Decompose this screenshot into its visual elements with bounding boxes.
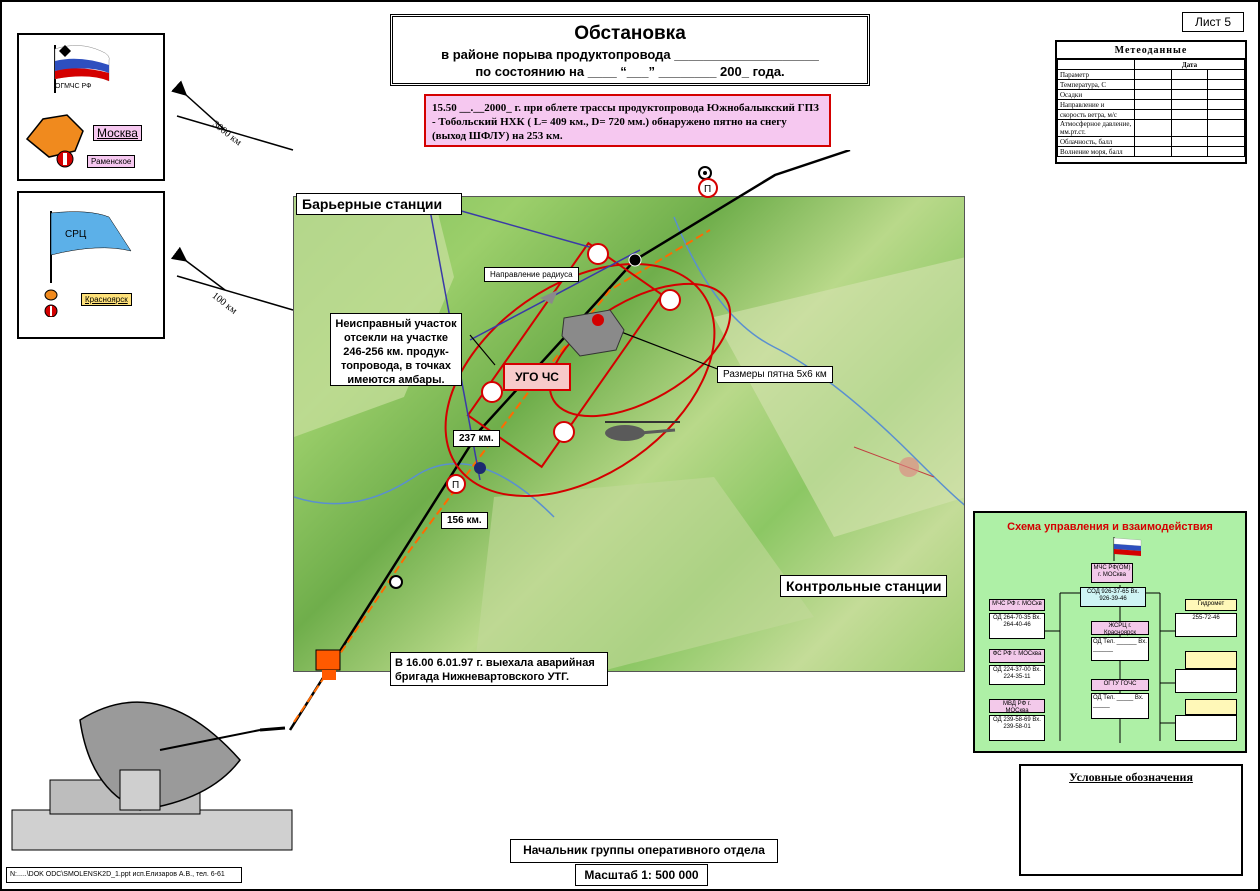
meteo-row: Атмосферное давление, мм.рт.ст. [1057, 119, 1135, 137]
meteo-row: Направление и [1057, 99, 1135, 110]
scheme-box: ОД 239-58-69 Вх. 239-58-01 [989, 715, 1045, 741]
title-line-2: по состоянию на ____ “___” ________ 200_… [475, 64, 785, 79]
scheme-box-empty [1185, 699, 1237, 715]
ugo-label: УГО ЧС [503, 363, 571, 391]
meteo-grid: Дата Параметр Температура, С Осадки Напр… [1057, 59, 1245, 157]
scheme-box-empty [1185, 651, 1237, 669]
spot-rectangle [466, 241, 664, 469]
moscow-region-icon [25, 114, 84, 168]
meteo-row: скорость ветра, м/с [1057, 109, 1135, 120]
scheme-box: МЧС РФ(ОМ) г. МОСква [1091, 563, 1133, 583]
meteo-row: Температура, С [1057, 79, 1135, 90]
scheme-box: МЧС РФ г. МОСкв [989, 599, 1045, 611]
ogmchs-panel: ОГМЧС РФ Москва Раменское [17, 33, 165, 181]
city-ramenskoe: Раменское [87, 155, 136, 168]
rupture-point [592, 314, 604, 326]
km237-label: 237 км. [453, 430, 500, 447]
page-title: Обстановка [574, 23, 686, 44]
sheet-label: Лист 5 [1182, 12, 1244, 32]
title-line-1: в районе порыва продуктопровода ________… [441, 47, 819, 62]
scheme-box: ОД Тел. ______ Вх. ______ [1091, 637, 1149, 661]
scale-box: Масштаб 1: 500 000 [575, 864, 708, 886]
event-info-box: 15.50 __.__2000_ г. при облете трассы пр… [424, 94, 831, 147]
src-panel: СРЦ Красноярск [17, 191, 165, 339]
barrier-station-marker [628, 253, 642, 267]
spot-size-label: Размеры пятна 5х6 км [717, 366, 833, 383]
map-background-shapes [294, 197, 964, 671]
scheme-box: 255-72-46 [1175, 613, 1237, 637]
meteo-date-label: Дата [1134, 59, 1245, 70]
scheme-box-empty [1175, 715, 1237, 741]
meteo-table: Метеоданные Дата Параметр Температура, С… [1055, 40, 1247, 164]
pump-marker [698, 178, 718, 198]
danger-zone-inner [548, 282, 732, 418]
meteo-row: Облачность, балл [1057, 136, 1135, 147]
meteo-title: Метеоданные [1057, 42, 1245, 59]
barrier-station-marker [474, 462, 486, 474]
scheme-box: ФС РФ г. МОСква [989, 649, 1045, 663]
helicopter-icon [605, 421, 680, 441]
scheme-box: Гидромет [1185, 599, 1237, 611]
scheme-box: ОД 224-37-00 Вх. 224-35-11 [989, 665, 1045, 685]
radius-direction-label: Направление радиуса [484, 267, 579, 282]
meteo-row: Волнение моря, балл [1057, 146, 1135, 157]
pump-marker-label: П [704, 184, 711, 195]
title-box: Обстановка в районе порыва продуктопрово… [390, 14, 870, 86]
chief-signature-box: Начальник группы оперативного отдела [510, 839, 778, 863]
scheme-box-empty [1175, 669, 1237, 693]
control-scheme-panel: Схема управления и взаимодействия МЧС РФ… [973, 511, 1247, 753]
satellite-dish-icon [11, 701, 293, 851]
scheme-box: ОД Тел. _____ Вх. _____ [1091, 693, 1149, 719]
brigade-note: В 16.00 6.01.97 г. выехала аварийная бри… [390, 652, 608, 686]
km156-label: 156 км. [441, 512, 488, 529]
map-overlay: П П [288, 150, 851, 731]
scheme-box: МВД РФ г. МОСква [989, 699, 1045, 714]
faulty-section-note: Неисправный участок отсекли на участке 2… [330, 313, 462, 386]
meteo-row: Параметр [1057, 69, 1135, 80]
scheme-box: ОГТУ ГОЧС [1091, 679, 1149, 691]
russia-flag-icon [1113, 537, 1142, 561]
pump-marker [446, 474, 466, 494]
meteo-row: Осадки [1057, 89, 1135, 100]
barrier-line [439, 204, 601, 251]
sampling-point [659, 289, 681, 311]
sampling-point [587, 243, 609, 265]
city-moscow: Москва [93, 125, 142, 141]
src-flag-icon [44, 211, 132, 317]
legend-box: Условные обозначения [1019, 764, 1243, 876]
scheme-box: ЖСРЦ г. Красноярск [1091, 621, 1149, 636]
spill-spot [561, 309, 625, 357]
city-krasnoyarsk: Красноярск [81, 293, 132, 306]
topographic-map [293, 196, 965, 672]
org-label: ОГМЧС РФ [55, 83, 92, 90]
scheme-box: ОД 264-70-35 Вх. 264-40-46 [989, 613, 1045, 639]
barrier-stations-label: Барьерные станции [296, 193, 462, 215]
russia-flag-icon [54, 45, 110, 93]
file-info: N:.....\DOK ODC\SMOLENSK2D_1.ppt исп.Ели… [6, 867, 242, 883]
sampling-point [553, 421, 575, 443]
src-flag-label: СРЦ [65, 229, 87, 240]
danger-zone-outer [444, 262, 716, 498]
control-station-marker [389, 575, 403, 589]
scheme-box: СОД 926-37-65 Вх. 926-39-46 [1080, 587, 1146, 607]
pipeline-section [293, 229, 711, 723]
scheme-title: Схема управления и взаимодействия [1007, 521, 1213, 533]
legend-title: Условные обозначения [1069, 770, 1193, 784]
emergency-vehicle-icon [315, 649, 341, 680]
distance-arrows [170, 80, 294, 311]
sampling-point [481, 381, 503, 403]
control-stations-label: Контрольные станции [780, 575, 948, 597]
pump-marker-label: П [452, 480, 459, 491]
